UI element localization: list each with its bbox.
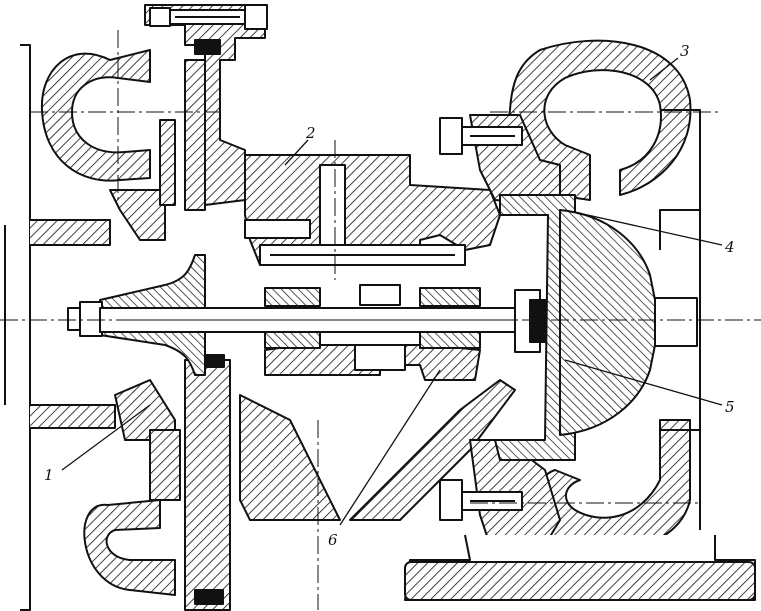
callout-labels: 1 2 3 4 5 6	[44, 42, 735, 549]
turbine-housing	[469, 39, 701, 553]
bolt-top	[149, 4, 268, 30]
bearing-housing	[239, 154, 516, 521]
callout-4: 4	[724, 238, 735, 256]
callout-2: 2	[305, 124, 316, 142]
compressor-housing	[4, 44, 181, 611]
center-lines	[0, 30, 761, 610]
turbine-wheel	[559, 209, 656, 436]
exhaust-flange	[404, 534, 756, 601]
bolt-right-top	[439, 117, 523, 155]
bearing-left	[264, 287, 321, 349]
callout-6: 6	[328, 531, 338, 549]
callout-5: 5	[725, 398, 735, 416]
callout-1: 1	[44, 466, 54, 484]
leader-lines	[61, 57, 723, 526]
bolt-right-bottom	[439, 479, 523, 521]
callout-3: 3	[680, 42, 690, 60]
bearing-right	[419, 287, 481, 349]
compressor-backplate	[144, 4, 266, 611]
